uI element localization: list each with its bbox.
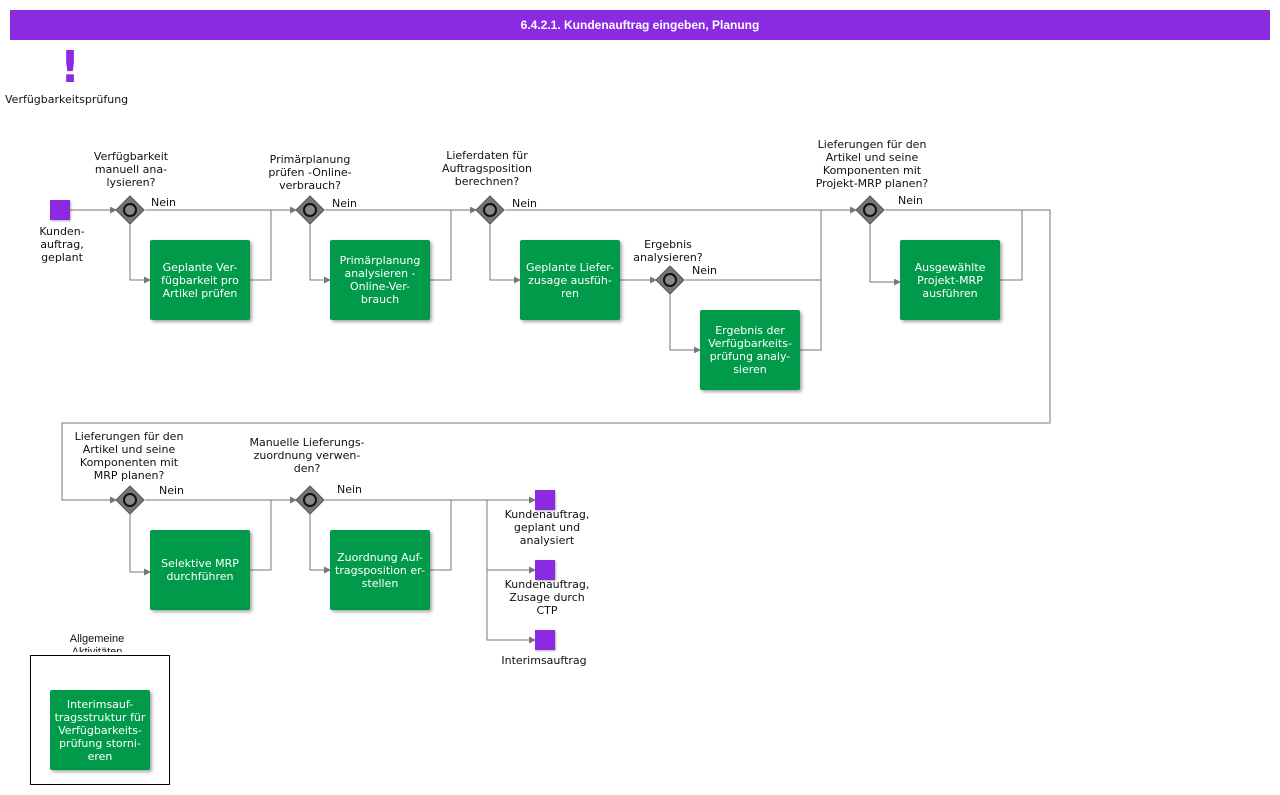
exclamation-icon: ! bbox=[60, 42, 81, 93]
annotation-label: Verfügbarkeitsprüfung bbox=[5, 93, 129, 106]
gateway-1-question: Verfügbarkeit manuell ana- lysieren? bbox=[93, 150, 169, 189]
group-label: Allgemeine Aktivitäten bbox=[69, 633, 125, 652]
task-selective-mrp[interactable]: Selektive MRP durchführen bbox=[150, 530, 250, 610]
gateway-1[interactable] bbox=[115, 195, 145, 225]
no-label: Nein bbox=[692, 264, 718, 277]
end-event-ctp-commitment[interactable] bbox=[535, 560, 555, 580]
start-event-label: Kunden- auftrag, geplant bbox=[39, 225, 85, 264]
gateway-3[interactable] bbox=[475, 195, 505, 225]
gateway-2-question: Primärplanung prüfen -Online- verbrauch? bbox=[268, 153, 352, 192]
no-label: Nein bbox=[898, 194, 924, 207]
gateway-4[interactable] bbox=[655, 265, 685, 295]
task-run-project-mrp[interactable]: Ausgewählte Projekt-MRP ausführen bbox=[900, 240, 1000, 320]
gateway-5-question: Lieferungen für den Artikel und seine Ko… bbox=[815, 138, 929, 190]
end-event-interim-order-label: Interimsauftrag bbox=[501, 654, 587, 667]
task-analyze-primary-planning[interactable]: Primärplanung analysieren - Online-Ver- … bbox=[330, 240, 430, 320]
start-event[interactable] bbox=[50, 200, 70, 220]
general-activities-group bbox=[30, 655, 170, 785]
gateway-2[interactable] bbox=[295, 195, 325, 225]
gateway-4-question: Ergebnis analysieren? bbox=[633, 238, 703, 264]
end-event-ctp-commitment-label: Kundenauftrag, Zusage durch CTP bbox=[504, 578, 590, 617]
end-event-planned-analyzed-label: Kundenauftrag, geplant und analysiert bbox=[504, 508, 590, 547]
task-analyze-availability-result[interactable]: Ergebnis der Verfügbarkeits- prüfung ana… bbox=[700, 310, 800, 390]
gateway-6[interactable] bbox=[115, 485, 145, 515]
gateway-6-question: Lieferungen für den Artikel und seine Ko… bbox=[74, 430, 184, 482]
task-planned-delivery-commitment[interactable]: Geplante Liefer- zusage ausfüh- ren bbox=[520, 240, 620, 320]
no-label: Nein bbox=[512, 197, 538, 210]
gateway-7-question: Manuelle Lieferungs- zuordnung verwen- d… bbox=[249, 436, 365, 475]
no-label: Nein bbox=[159, 484, 185, 497]
gateway-7[interactable] bbox=[295, 485, 325, 515]
no-label: Nein bbox=[151, 196, 177, 209]
task-check-availability[interactable]: Geplante Ver- fügbarkeit pro Artikel prü… bbox=[150, 240, 250, 320]
no-label: Nein bbox=[337, 483, 363, 496]
task-cancel-interim-order-structure[interactable]: Interimsauf- tragsstruktur für Verfügbar… bbox=[50, 690, 150, 770]
no-label: Nein bbox=[332, 197, 358, 210]
task-create-order-item-assignment[interactable]: Zuordnung Auf- tragsposition er- stellen bbox=[330, 530, 430, 610]
page-title: 6.4.2.1. Kundenauftrag eingeben, Planung bbox=[10, 10, 1270, 40]
gateway-5[interactable] bbox=[855, 195, 885, 225]
end-event-planned-analyzed[interactable] bbox=[535, 490, 555, 510]
end-event-interim-order[interactable] bbox=[535, 630, 555, 650]
gateway-3-question: Lieferdaten für Auftragsposition berechn… bbox=[441, 149, 533, 188]
